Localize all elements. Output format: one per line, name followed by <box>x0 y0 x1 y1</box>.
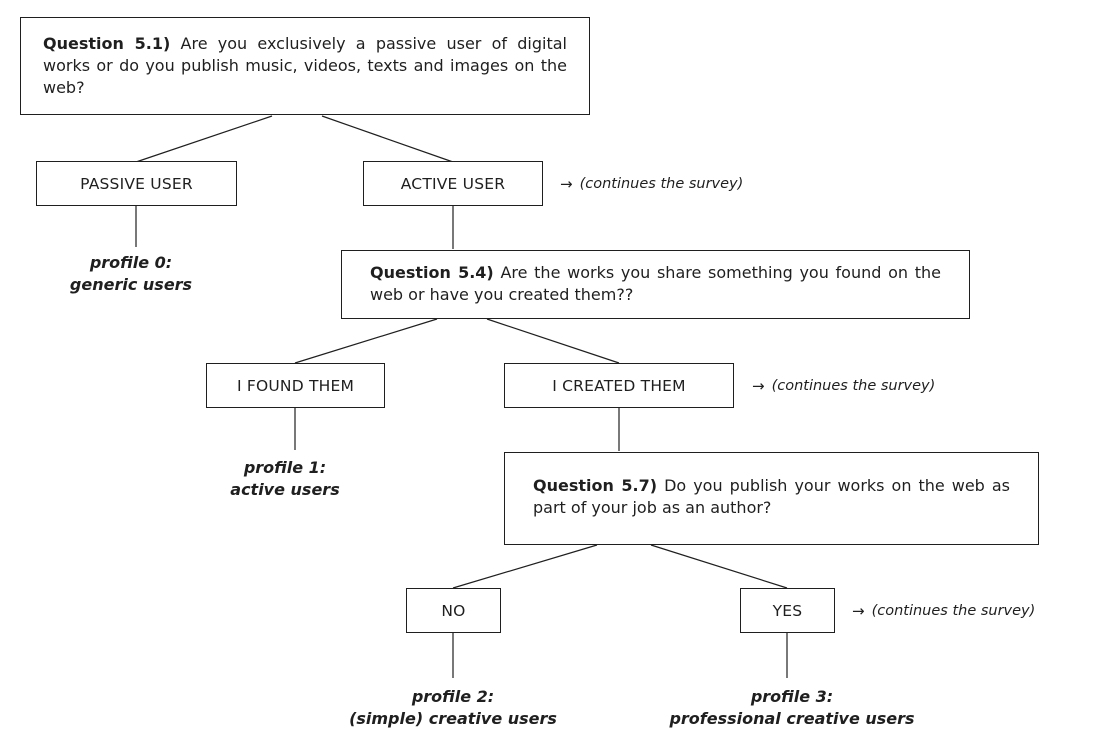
answer-created-them-label: I CREATED THEM <box>552 376 686 395</box>
edge-q54-created <box>486 318 620 364</box>
answer-passive-user-box: PASSIVE USER <box>36 161 237 206</box>
profile-2-line2: (simple) creative users <box>349 709 557 728</box>
edge-q51-active <box>321 115 454 163</box>
continues-note-text: (continues the survey) <box>771 377 936 394</box>
answer-no-label: NO <box>441 601 466 620</box>
answer-active-user-label: ACTIVE USER <box>400 174 506 193</box>
answer-no-box: NO <box>406 588 501 633</box>
profile-1-line2: active users <box>230 480 340 499</box>
profile-3-label: profile 3: professional creative users <box>627 686 957 730</box>
profile-1-label: profile 1: active users <box>155 457 415 501</box>
profile-3-line2: professional creative users <box>669 709 915 728</box>
continues-note-active: → (continues the survey) <box>560 161 743 206</box>
profile-0-label: profile 0: generic users <box>1 252 261 296</box>
edge-q57-no <box>452 544 598 589</box>
continues-note-text: (continues the survey) <box>579 175 744 192</box>
profile-2-label: profile 2: (simple) creative users <box>303 686 603 730</box>
right-arrow-icon: → <box>852 601 865 620</box>
question-5-7-box: Question 5.7) Do you publish your works … <box>504 452 1039 545</box>
continues-note-yes: → (continues the survey) <box>852 588 1035 633</box>
profile-0-line2: generic users <box>69 275 193 294</box>
right-arrow-icon: → <box>560 174 573 193</box>
question-5-4-text: Are the works you share something you fo… <box>370 263 941 304</box>
question-5-1-box: Question 5.1) Are you exclusively a pass… <box>20 17 590 115</box>
question-5-1-label: Question 5.1) <box>43 34 171 53</box>
edge-q54-found <box>294 318 438 364</box>
continues-note-text: (continues the survey) <box>871 602 1036 619</box>
right-arrow-icon: → <box>752 376 765 395</box>
profile-0-line1: profile 0: <box>89 253 173 272</box>
continues-note-created: → (continues the survey) <box>752 363 935 408</box>
edge-q57-yes <box>650 544 788 589</box>
question-5-7-text: Do you publish your works on the web as … <box>533 476 1011 517</box>
profile-3-line1: profile 3: <box>750 687 834 706</box>
profile-1-line1: profile 1: <box>243 458 327 477</box>
question-5-1-text: Are you exclusively a passive user of di… <box>43 34 567 97</box>
question-5-4-box: Question 5.4) Are the works you share so… <box>341 250 970 319</box>
answer-yes-box: YES <box>740 588 835 633</box>
question-5-4-label: Question 5.4) <box>370 263 494 282</box>
answer-passive-user-label: PASSIVE USER <box>80 174 193 193</box>
answer-active-user-box: ACTIVE USER <box>363 161 543 206</box>
question-5-7-label: Question 5.7) <box>533 476 658 495</box>
answer-found-them-label: I FOUND THEM <box>236 376 355 395</box>
profile-2-line1: profile 2: <box>411 687 495 706</box>
edge-q51-passive <box>135 115 273 163</box>
answer-found-them-box: I FOUND THEM <box>206 363 385 408</box>
answer-created-them-box: I CREATED THEM <box>504 363 734 408</box>
answer-yes-label: YES <box>772 601 803 620</box>
